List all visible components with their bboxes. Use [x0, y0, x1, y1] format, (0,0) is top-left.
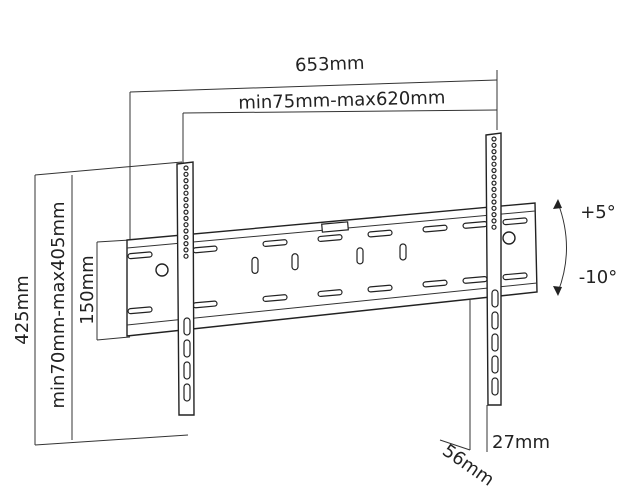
- plate-slot: [502, 272, 528, 281]
- plate-slot: [127, 306, 153, 315]
- tilt-up-label: +5°: [580, 202, 616, 223]
- tilt-down-label: -10°: [579, 267, 617, 288]
- plate-slot: [367, 229, 393, 238]
- left-bracket-arm: [176, 161, 195, 416]
- plate-height-label: 150mm: [77, 255, 98, 324]
- bracket-hole: [183, 247, 189, 253]
- plate-slot: [291, 253, 299, 271]
- vesa-vertical-label: min70mm-max405mm: [48, 201, 69, 408]
- bracket-hole: [183, 241, 189, 247]
- bracket-hole: [183, 228, 189, 234]
- vesa-horizontal-label: min75mm-max620mm: [238, 87, 446, 113]
- bracket-hole: [183, 190, 189, 196]
- bracket-slot: [491, 333, 499, 352]
- plate-slot: [356, 247, 364, 265]
- right-bracket-arm: [485, 132, 502, 406]
- bracket-hole: [491, 174, 497, 180]
- plate-slot: [367, 284, 393, 293]
- depth-max-label: 56mm: [438, 440, 498, 490]
- bracket-hole: [183, 203, 189, 209]
- bracket-slot: [491, 289, 499, 308]
- bracket-hole: [491, 167, 497, 174]
- bracket-slot: [183, 383, 191, 402]
- bracket-slot: [183, 339, 191, 358]
- bracket-hole: [491, 155, 497, 161]
- bracket-hole: [491, 193, 497, 199]
- bracket-slot: [491, 355, 499, 374]
- plate-slot: [422, 224, 448, 233]
- bracket-hole: [183, 178, 189, 184]
- bracket-hole: [491, 205, 497, 211]
- bracket-hole: [491, 224, 497, 230]
- bracket-slot: [183, 317, 191, 336]
- bracket-hole: [491, 218, 497, 224]
- bracket-slot: [491, 377, 499, 396]
- bracket-hole: [183, 196, 189, 203]
- plate-slot: [502, 217, 528, 226]
- plate-slot: [127, 251, 153, 260]
- bracket-hole: [183, 234, 189, 240]
- bracket-slot: [491, 311, 499, 330]
- wall-plate: [126, 202, 538, 337]
- plate-slot: [422, 279, 448, 288]
- bracket-hole: [183, 222, 189, 228]
- dimension-lines: [34, 70, 498, 452]
- plate-slot: [262, 294, 288, 303]
- bracket-hole: [183, 215, 189, 221]
- bracket-hole: [183, 209, 189, 215]
- plate-slot: [317, 234, 343, 243]
- bracket-hole: [491, 142, 497, 148]
- depth-min-label: 27mm: [492, 432, 550, 453]
- bracket-hole: [491, 186, 497, 192]
- plate-slot: [399, 243, 407, 261]
- bracket-hole: [183, 253, 189, 259]
- tilt-arrow-icon: [553, 199, 567, 296]
- bracket-slot: [183, 361, 191, 380]
- overall-width-label: 653mm: [295, 53, 365, 76]
- bracket-hole: [491, 149, 497, 155]
- bracket-hole: [491, 161, 497, 167]
- bracket-hole: [491, 136, 497, 142]
- bracket-hole: [491, 212, 497, 218]
- overall-height-label: 425mm: [12, 275, 33, 344]
- plate-slot: [251, 256, 259, 274]
- bracket-hole: [183, 184, 189, 190]
- bracket-hole: [491, 180, 497, 186]
- plate-slot: [317, 289, 343, 298]
- bracket-hole: [183, 165, 189, 171]
- bracket-hole: [491, 199, 497, 205]
- plate-slot: [262, 239, 288, 248]
- bracket-hole: [183, 171, 189, 177]
